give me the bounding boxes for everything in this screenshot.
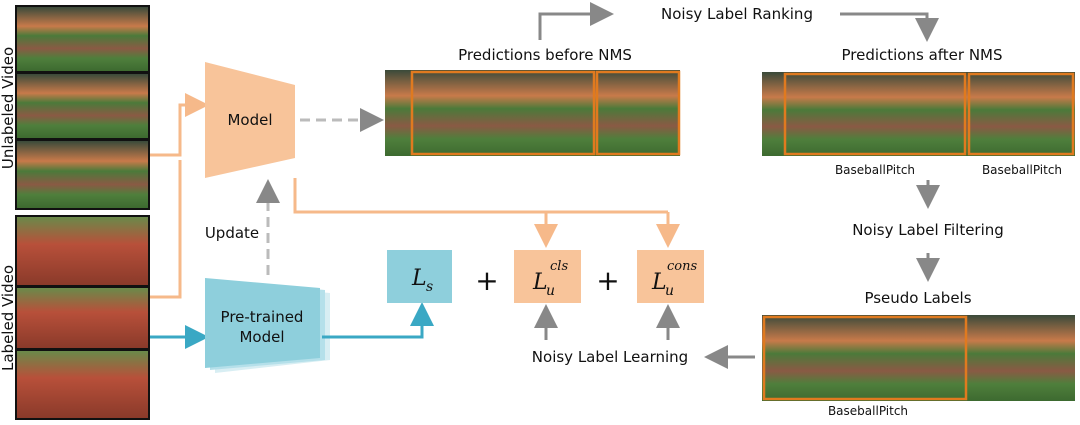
class-label: BaseballPitch (982, 163, 1062, 177)
noisy-label-learning-label: Noisy Label Learning (532, 348, 688, 366)
proposal-box (783, 72, 967, 156)
unlabeled-video-strip (15, 5, 150, 210)
labeled-to-model-arrow (150, 160, 182, 299)
predictions-before-nms-image (385, 70, 681, 156)
pseudo-labels-image (762, 315, 1075, 401)
labeled-video-label: Labeled Video (0, 265, 17, 371)
update-label: Update (205, 224, 259, 242)
predictions-after-nms-image (762, 72, 1075, 156)
pretrained-label-2: Model (239, 328, 284, 346)
proposal-box (595, 70, 681, 156)
lcls-superscript: cls (550, 259, 568, 274)
class-label: BaseballPitch (835, 163, 915, 177)
noisy-label-ranking-label: Noisy Label Ranking (661, 5, 813, 23)
ls-symbol: L (411, 266, 427, 291)
pseudo-labels-title: Pseudo Labels (864, 289, 971, 307)
pretrained-model-block (205, 278, 330, 373)
predictions-before-nms-title: Predictions before NMS (458, 46, 632, 64)
lcls-symbol: L (532, 270, 548, 295)
pretrained-to-ls-arrow (322, 302, 434, 339)
plus-sign: + (475, 264, 498, 297)
loss-lcons-box (637, 250, 704, 303)
ranking-arrow-out (840, 12, 939, 42)
model-block (205, 62, 295, 178)
plus-sign: + (596, 264, 619, 297)
unlabeled-to-model-arrow (150, 93, 209, 157)
pseudo-label-box (762, 315, 968, 401)
proposal-box (410, 70, 596, 156)
proposal-box (967, 72, 1075, 156)
ranking-arrow-in (538, 2, 614, 40)
labeled-video-strip (15, 215, 150, 420)
loss-lcls-box (514, 250, 581, 303)
lcons-superscript: cons (667, 259, 697, 274)
class-label: BaseballPitch (828, 404, 908, 418)
loss-ls-box (387, 250, 452, 303)
predictions-after-nms-title: Predictions after NMS (841, 46, 1002, 64)
model-label: Model (227, 111, 272, 129)
pretrained-label-1: Pre-trained (221, 308, 304, 326)
lcons-symbol: L (651, 270, 667, 295)
ls-subscript: s (426, 279, 433, 295)
unlabeled-video-label: Unlabeled Video (0, 47, 17, 169)
noisy-label-filtering-label: Noisy Label Filtering (852, 221, 1004, 239)
model-to-losses-line (293, 178, 668, 214)
lcls-subscript: u (546, 283, 555, 299)
lcons-subscript: u (665, 283, 674, 299)
